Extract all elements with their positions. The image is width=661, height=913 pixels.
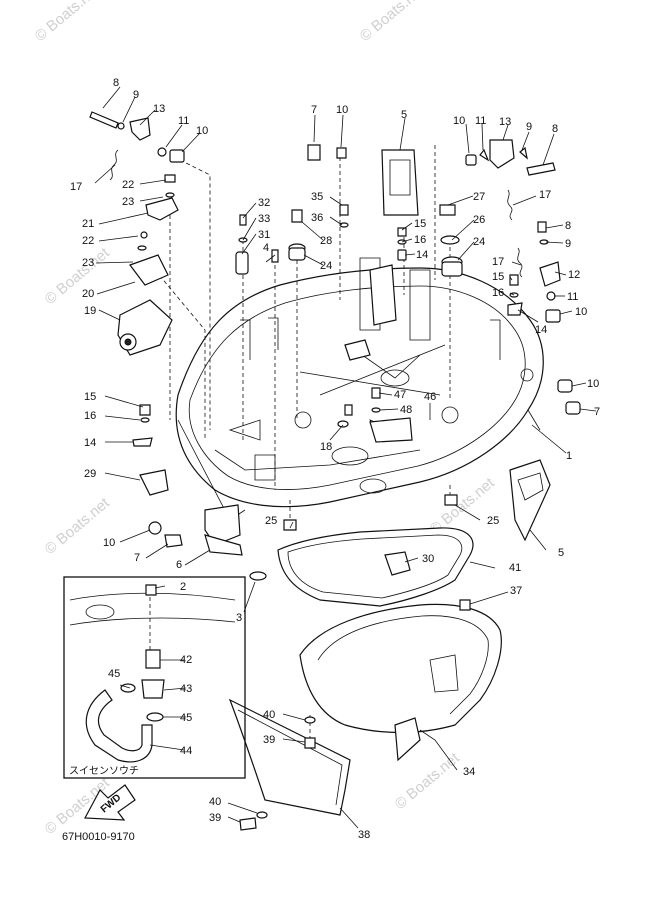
upper-middle-parts xyxy=(235,144,419,443)
callout: 16 xyxy=(414,234,426,246)
callout: 29 xyxy=(84,468,96,480)
diagram-code: 67H0010-9170 xyxy=(62,831,135,843)
dashed-leaders xyxy=(149,145,451,740)
watermark-text: © Boats.net xyxy=(392,749,464,813)
callout: 12 xyxy=(568,269,580,281)
watermark-text: © Boats.net xyxy=(32,0,104,45)
callout: 11 xyxy=(567,291,578,303)
callout: 13 xyxy=(499,116,511,128)
callout: 2 xyxy=(180,581,186,593)
callout: 20 xyxy=(82,288,94,300)
callout: 10 xyxy=(103,537,115,549)
callout: 35 xyxy=(311,191,323,203)
callout: 15 xyxy=(414,218,426,230)
callout: 4 xyxy=(263,242,269,254)
fwd-arrow: FWD xyxy=(84,784,136,821)
callout: 8 xyxy=(552,123,558,135)
callout: 37 xyxy=(510,585,522,597)
callout: 42 xyxy=(180,654,192,666)
callout: 48 xyxy=(400,404,412,416)
callout: 38 xyxy=(358,829,370,841)
watermark-text: © Boats.net xyxy=(357,0,429,45)
callout: 18 xyxy=(320,441,332,453)
callout: 36 xyxy=(311,212,323,224)
callout: 5 xyxy=(558,547,564,559)
callout-numbers: 8 9 13 11 10 17 22 23 21 22 23 20 19 15 … xyxy=(70,77,600,841)
callout: 8 xyxy=(565,220,571,232)
callout: 10 xyxy=(453,115,465,127)
callout: 16 xyxy=(492,287,504,299)
callout: 39 xyxy=(263,734,275,746)
callout: 30 xyxy=(422,553,434,565)
callout: 24 xyxy=(473,236,485,248)
callout: 15 xyxy=(492,271,504,283)
callout: 15 xyxy=(84,391,96,403)
callout: 47 xyxy=(394,389,406,401)
callout: 25 xyxy=(487,515,499,527)
callout: 14 xyxy=(84,437,96,449)
callout: 40 xyxy=(263,709,275,721)
callout: 9 xyxy=(133,89,139,101)
callout: 11 xyxy=(475,115,486,127)
callout: 24 xyxy=(320,260,332,272)
callout: 3 xyxy=(236,612,242,624)
callout: 27 xyxy=(473,191,485,203)
callout: 5 xyxy=(401,109,407,121)
callout: 8 xyxy=(113,77,119,89)
leader-lines xyxy=(94,86,597,829)
callout: 1 xyxy=(566,450,572,462)
inset-detail xyxy=(63,576,246,779)
callout: 17 xyxy=(539,189,551,201)
callout: 46 xyxy=(424,391,436,403)
callout: 6 xyxy=(176,559,182,571)
callout: 26 xyxy=(473,214,485,226)
callout: 7 xyxy=(311,104,317,116)
hose-label: スイセンソウチ xyxy=(69,765,139,777)
callout: 33 xyxy=(258,213,270,225)
callout: 10 xyxy=(336,104,348,116)
callout: 32 xyxy=(258,197,270,209)
callout: 14 xyxy=(535,324,547,336)
callout: 11 xyxy=(178,115,189,127)
callout: 10 xyxy=(196,125,208,137)
callout: 14 xyxy=(416,249,428,261)
callout: 10 xyxy=(575,306,587,318)
seal-gasket xyxy=(277,527,474,607)
watermark-text: © Boats.net xyxy=(42,244,114,308)
callout: 21 xyxy=(82,218,94,230)
callout: 45 xyxy=(108,668,120,680)
callout: 22 xyxy=(122,179,134,191)
callout: 9 xyxy=(526,121,532,133)
callout: 16 xyxy=(84,410,96,422)
callout: 44 xyxy=(180,745,192,757)
callout: 7 xyxy=(134,552,140,564)
callout: 10 xyxy=(587,378,599,390)
callout: 22 xyxy=(82,235,94,247)
callout: 39 xyxy=(209,812,221,824)
callout: 17 xyxy=(492,256,504,268)
callout: 45 xyxy=(180,712,192,724)
lower-cover xyxy=(299,599,502,734)
callout: 9 xyxy=(565,238,571,250)
callout: 43 xyxy=(180,683,192,695)
upper-right-parts xyxy=(283,139,581,542)
side-panel xyxy=(228,698,421,831)
callout: 23 xyxy=(122,196,134,208)
callout: 31 xyxy=(258,229,270,241)
callout: 40 xyxy=(209,796,221,808)
callout: 23 xyxy=(82,257,94,269)
callout: 25 xyxy=(265,515,277,527)
callout: 13 xyxy=(153,103,165,115)
callout: 28 xyxy=(320,235,332,247)
callout: 7 xyxy=(594,406,600,418)
callout: 17 xyxy=(70,181,82,193)
callout: 41 xyxy=(509,562,521,574)
upper-left-parts xyxy=(89,111,267,581)
callout: 34 xyxy=(463,766,475,778)
callout: 19 xyxy=(84,305,96,317)
